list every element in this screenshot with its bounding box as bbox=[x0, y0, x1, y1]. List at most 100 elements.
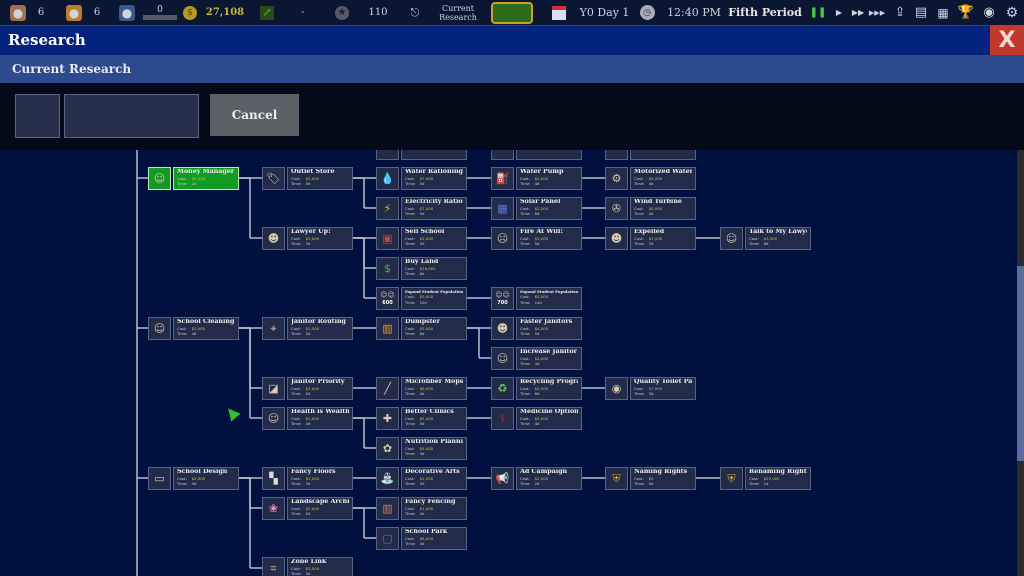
cost-value: $5,000 bbox=[534, 235, 549, 241]
cost-label: Cost: bbox=[405, 415, 415, 421]
pause-button[interactable]: ❚❚ bbox=[809, 7, 827, 18]
solar-panel-icon: ▦ bbox=[491, 197, 514, 220]
cost-label: Cost: bbox=[405, 385, 415, 391]
research-time: Time:4d bbox=[520, 182, 578, 186]
time-label: Time: bbox=[749, 241, 760, 247]
cost-value: $2,500 bbox=[534, 385, 549, 391]
research-cost: Cost:$2,000 bbox=[177, 476, 235, 481]
gear-icon[interactable]: ⚙ bbox=[1005, 4, 1019, 21]
current-research-panel: Cancel bbox=[0, 83, 1024, 150]
research-icon bbox=[491, 150, 514, 160]
cancel-button[interactable]: Cancel bbox=[210, 94, 299, 136]
time-label: Time: bbox=[405, 421, 416, 427]
current-research-label[interactable]: Current Research bbox=[439, 3, 477, 22]
time-value: 2d bbox=[305, 331, 311, 337]
research-time: Time:6d bbox=[749, 242, 807, 246]
research-name: Janitor Routing bbox=[291, 319, 346, 325]
research-label: Money Manager Cost:$2,500 Time:2d bbox=[173, 167, 239, 190]
cost-value: $2,000 bbox=[534, 475, 549, 481]
research-time: Time:4d bbox=[405, 452, 463, 456]
research-cost: Cost:$16,000 bbox=[405, 265, 463, 271]
research-cost: Cost:$6,000 bbox=[405, 536, 463, 541]
research-cost: Cost:$1,500 bbox=[291, 326, 349, 331]
cost-value: $25,000 bbox=[763, 475, 780, 481]
scrollbar-thumb[interactable] bbox=[1017, 266, 1024, 461]
time-value: 4d bbox=[648, 211, 654, 217]
grid-icon[interactable]: ▦ bbox=[937, 5, 949, 20]
research-label: Buy Land Cost:$16,000 Time:6d bbox=[401, 257, 467, 280]
upload-icon[interactable]: ⇪ bbox=[894, 5, 906, 20]
research-name: Zone Link bbox=[291, 559, 327, 565]
tag-icon: 🏷 bbox=[262, 167, 285, 190]
research-name: Naming Rights bbox=[634, 469, 688, 475]
research-name: Decorative Arts bbox=[405, 469, 460, 475]
research-time: Time:3d bbox=[634, 392, 692, 396]
cost-label: Cost: bbox=[291, 415, 301, 421]
research-name: Expand Student Population 600 bbox=[405, 289, 463, 294]
trophy-icon[interactable]: 🏆 bbox=[957, 5, 975, 20]
star-icon[interactable]: ★ bbox=[334, 0, 350, 25]
time-value: 5d bbox=[191, 481, 197, 487]
trend-chart-icon[interactable]: ↗ bbox=[258, 0, 276, 25]
time-label: Time: bbox=[520, 181, 531, 187]
cost-value: $7,000 bbox=[419, 205, 434, 211]
research-time: Time:4d bbox=[291, 422, 349, 426]
research-cost: Cost:$3,000 bbox=[291, 566, 349, 571]
research-name: Recycling Program bbox=[520, 379, 578, 385]
school-crest-icon[interactable] bbox=[490, 0, 534, 25]
cost-label: Cost: bbox=[405, 265, 415, 271]
research-label: Expelled Cost:$3,000 Time:7d bbox=[630, 227, 696, 250]
list-icon[interactable]: ▤ bbox=[914, 5, 928, 20]
research-cost: Cost:$2,000 bbox=[405, 476, 463, 481]
cost-value: $7,000 bbox=[648, 385, 663, 391]
route-icon: ⌖ bbox=[262, 317, 285, 340]
reputation-value: 110 bbox=[368, 7, 388, 18]
cost-label: Cost: bbox=[749, 475, 759, 481]
teacher-icon[interactable]: ● bbox=[60, 0, 88, 25]
research-label: Outlet Store Cost:$5,000 Time:5d bbox=[287, 167, 353, 190]
time-label: Time: bbox=[177, 181, 188, 187]
student-icon[interactable]: ● bbox=[115, 0, 139, 25]
time-value: 6d bbox=[419, 271, 425, 277]
calendar-icon[interactable] bbox=[550, 0, 568, 25]
cost-value: $1,000 bbox=[419, 505, 434, 511]
fast-forward-button[interactable]: ▶▶ bbox=[851, 8, 865, 17]
janitor-range-icon: ☺ bbox=[491, 347, 514, 370]
time-label: Time: bbox=[405, 271, 416, 277]
research-name: Renaming Rights bbox=[749, 469, 807, 475]
expel-icon: ☻ bbox=[605, 227, 628, 250]
research-cost: Cost:$2,000 bbox=[291, 506, 349, 511]
time-label: Time: bbox=[177, 331, 188, 337]
research-cost: Cost:$7,000 bbox=[405, 205, 463, 211]
research-tree[interactable]: ☺ Money Manager Cost:$2,500 Time:2d 🏷 Ou… bbox=[0, 150, 1017, 576]
time-value: 2d bbox=[305, 391, 311, 397]
research-time: Time:5d bbox=[405, 482, 463, 486]
close-button[interactable]: X bbox=[990, 25, 1024, 55]
time-label: Time: bbox=[520, 211, 531, 217]
time-value: 4d bbox=[419, 451, 425, 457]
student-capacity-bar bbox=[143, 14, 177, 20]
research-label bbox=[630, 150, 696, 160]
cost-value: $5,000 bbox=[648, 205, 663, 211]
research-label: Health is Wealth Cost:$2,000 Time:4d bbox=[287, 407, 353, 430]
priority-icon: ◪ bbox=[262, 377, 285, 400]
time-value: 4d bbox=[191, 331, 197, 337]
research-label: School Cleaning Cost:$2,000 Time:4d bbox=[173, 317, 239, 340]
research-name: Fancy Floors bbox=[291, 469, 336, 475]
fastest-forward-button[interactable]: ▶▶▶ bbox=[868, 8, 886, 17]
staff-icon[interactable]: ● bbox=[4, 0, 32, 25]
time-value: 5d bbox=[419, 241, 425, 247]
research-name: Motorized Water Pump bbox=[634, 169, 692, 175]
research-tree-icon[interactable]: ⎋ bbox=[410, 5, 420, 19]
time-value: 5d bbox=[648, 481, 654, 487]
cost-value: $2,500 bbox=[534, 205, 549, 211]
play-button[interactable]: ▶ bbox=[835, 8, 843, 17]
research-cost: Cost:$2,500 bbox=[520, 176, 578, 181]
chat-icon[interactable]: ◉ bbox=[983, 5, 995, 20]
research-label: Expand Student Population 600 Cost:$5,00… bbox=[401, 287, 467, 310]
research-time: Time:5d bbox=[405, 182, 463, 186]
research-cost: Cost:$0 bbox=[634, 476, 692, 481]
cost-label: Cost: bbox=[520, 385, 530, 391]
time-label: Time: bbox=[405, 481, 416, 487]
time-value: 5d bbox=[419, 421, 425, 427]
